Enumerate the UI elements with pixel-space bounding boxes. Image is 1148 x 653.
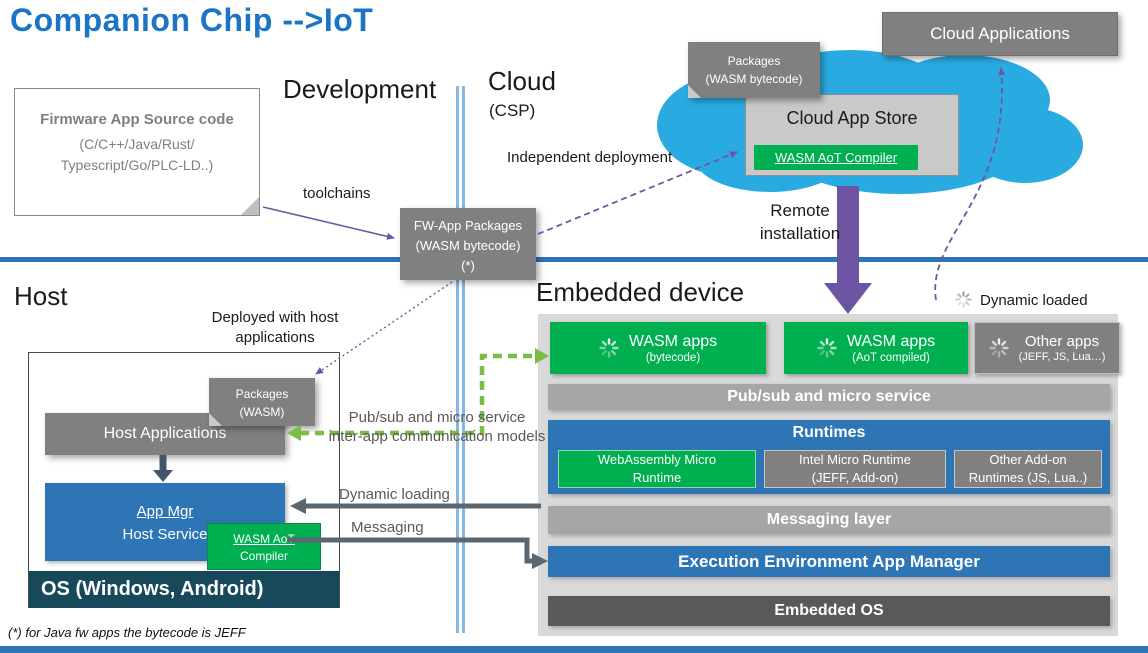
wasm-apps-bytecode-box: WASM apps (bytecode): [550, 322, 766, 374]
app-box-title: WASM apps: [846, 333, 936, 351]
messaging-label: Messaging: [351, 519, 424, 536]
compiler-line2: Compiler: [239, 549, 288, 564]
fw-pkg-line1: FW-App Packages: [413, 218, 523, 233]
os-bar-label: OS (Windows, Android): [41, 578, 264, 600]
section-label-csp: (CSP): [489, 101, 536, 120]
firmware-source-box: Firmware App Source code (C/C++/Java/Rus…: [14, 88, 260, 216]
section-label-host: Host: [14, 281, 68, 311]
firmware-languages-line1: (C/C++/Java/Rust/: [79, 136, 195, 152]
app-box-sub: (JEFF, JS, Lua…): [1018, 351, 1106, 363]
packages-tag-line2: (WASM bytecode): [705, 72, 803, 86]
execution-environment-label: Execution Environment App Manager: [678, 551, 980, 571]
app-box-sub: (bytecode): [645, 351, 701, 364]
runtime-line2: Runtimes (JS, Lua..): [968, 470, 1088, 485]
spinner-icon: [599, 338, 619, 358]
firmware-title: Firmware App Source code: [40, 111, 234, 128]
runtime-line1: Intel Micro Runtime: [799, 451, 911, 467]
spinner-icon: [988, 338, 1009, 358]
app-mgr-line1: App Mgr: [136, 503, 194, 520]
host-group-box: Packages (WASM) Host Applications App Mg…: [28, 352, 340, 608]
deployed-line2: applications: [235, 329, 315, 347]
pubsub-service-bar: Pub/sub and micro service: [548, 384, 1110, 410]
pubsub-models-note: Pub/sub and micro service inter-app comm…: [328, 409, 546, 447]
host-applications-box: Host Applications: [45, 413, 285, 455]
runtimes-panel: Runtimes WebAssembly Micro Runtime Intel…: [548, 420, 1110, 494]
app-box-title: WASM apps: [628, 333, 718, 351]
footnote: (*) for Java fw apps the bytecode is JEF…: [8, 625, 246, 640]
folded-corner: [209, 413, 222, 426]
other-apps-box: Other apps (JEFF, JS, Lua…): [974, 322, 1120, 374]
cloud-app-store-title: Cloud App Store: [786, 108, 918, 128]
runtime-line1: WebAssembly Micro: [597, 451, 717, 467]
page-title: Companion Chip -->IoT: [10, 2, 374, 38]
independent-deployment-label: Independent deployment: [507, 149, 673, 166]
spinner-icon: [817, 338, 837, 358]
webassembly-micro-runtime-box: WebAssembly Micro Runtime: [558, 450, 756, 488]
horizontal-divider-line: [0, 257, 1148, 262]
packages-tag-line1: Packages: [727, 54, 781, 68]
cloud-applications-box: Cloud Applications: [882, 12, 1118, 56]
dynamic-loading-label: Dynamic loading: [339, 486, 450, 503]
intel-micro-runtime-box: Intel Micro Runtime (JEFF, Add-on): [764, 450, 946, 488]
messaging-layer-bar: Messaging layer: [548, 506, 1110, 534]
host-applications-label: Host Applications: [103, 425, 227, 442]
packages-wasm-tag: Packages (WASM): [209, 378, 315, 426]
vertical-divider-line-1: [456, 86, 459, 633]
dynamic-loaded-label: Dynamic loaded: [980, 292, 1088, 309]
vertical-divider-line-2: [462, 86, 465, 633]
runtimes-title: Runtimes: [792, 424, 866, 441]
spinner-icon: [955, 291, 972, 308]
compiler-line1: WASM AoT: [233, 532, 295, 546]
os-windows-android-bar: OS (Windows, Android): [29, 571, 339, 608]
messaging-layer-label: Messaging layer: [766, 511, 892, 528]
app-mgr-line2: Host Service: [122, 525, 208, 543]
embedded-os-label: Embedded OS: [774, 602, 884, 619]
pubsub-service-label: Pub/sub and micro service: [727, 388, 931, 405]
wasm-aot-compiler-label: WASM AoT Compiler: [774, 150, 898, 165]
runtime-line2: (JEFF, Add-on): [811, 470, 899, 485]
embedded-device-panel: WASM apps (bytecode) WASM apps (AoT comp…: [538, 314, 1120, 636]
deployed-with-host-note: Deployed with host applications: [190, 308, 360, 349]
embedded-os-bar: Embedded OS: [548, 596, 1110, 626]
runtime-line2: Runtime: [632, 470, 682, 485]
pubsub-note-line1: Pub/sub and micro service: [348, 409, 526, 426]
section-label-development: Development: [283, 74, 437, 104]
packages-tag-line2: (WASM): [239, 405, 285, 419]
firmware-languages-line2: Typescript/Go/PLC-LD..): [60, 157, 214, 173]
deployed-line1: Deployed with host: [211, 309, 339, 326]
fw-app-packages-box: FW-App Packages (WASM bytecode) (*): [400, 208, 536, 280]
remote-installation-label: Remote installation: [752, 200, 848, 246]
wasm-aot-compiler-box: WASM AoT Compiler: [754, 145, 918, 170]
app-box-title: Other apps: [1024, 333, 1100, 350]
fw-pkg-line2: (WASM bytecode): [415, 238, 521, 254]
packages-tag-line1: Packages: [235, 387, 289, 401]
host-wasm-aot-compiler-box: WASM AoT Compiler: [207, 523, 321, 570]
packages-wasm-bytecode-tag: Packages (WASM bytecode): [688, 42, 820, 98]
bottom-accent-bar: [0, 646, 1148, 653]
folded-corner: [688, 85, 701, 98]
toolchains-label: toolchains: [303, 185, 371, 202]
cloud-applications-label: Cloud Applications: [930, 24, 1070, 43]
fw-pkg-line3: (*): [461, 258, 475, 274]
folded-corner: [241, 197, 259, 215]
runtime-line1: Other Add-on: [989, 451, 1067, 467]
section-label-cloud: Cloud: [488, 66, 556, 96]
app-box-sub: (AoT compiled): [852, 351, 930, 364]
wasm-apps-aot-box: WASM apps (AoT compiled): [784, 322, 968, 374]
execution-environment-bar: Execution Environment App Manager: [548, 546, 1110, 577]
other-addon-runtimes-box: Other Add-on Runtimes (JS, Lua..): [954, 450, 1102, 488]
remote-line1: Remote: [770, 201, 830, 220]
section-label-embedded-device: Embedded device: [536, 277, 745, 307]
remote-line2: installation: [759, 223, 841, 243]
cloud-app-store-box: Cloud App Store WASM AoT Compiler: [745, 94, 959, 176]
pubsub-note-line2: inter-app communication models: [328, 427, 546, 445]
